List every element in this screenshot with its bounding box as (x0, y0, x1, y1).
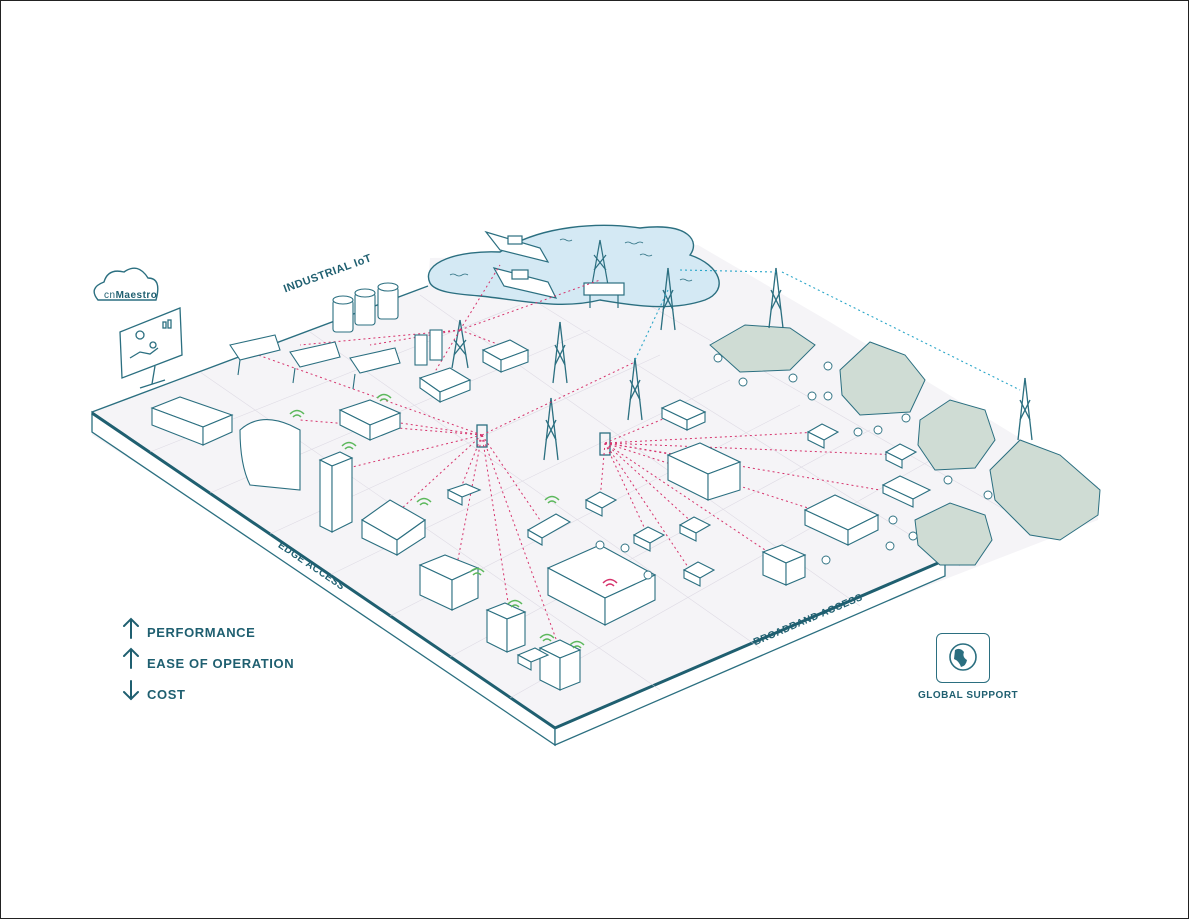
monitor-icon (120, 308, 182, 388)
cnmaestro-logo: cnMaestro (104, 290, 157, 301)
cnmaestro-name: Maestro (116, 290, 158, 301)
legend-item: PERFORMANCE (122, 617, 294, 648)
legend-ease-of-operation: EASE OF OPERATION (147, 656, 294, 671)
office-icon (487, 603, 525, 652)
tower-building-icon (320, 452, 352, 532)
global-support-icon-box (936, 633, 990, 683)
legend-cost: COST (147, 687, 186, 702)
tower-icon (1018, 378, 1032, 440)
water-body (428, 225, 719, 306)
legend-item: COST (122, 679, 294, 710)
legend: PERFORMANCE EASE OF OPERATION COST (122, 617, 294, 710)
cnmaestro-prefix: cn (104, 290, 116, 301)
global-support-label: GLOBAL SUPPORT (918, 690, 1018, 701)
legend-item: EASE OF OPERATION (122, 648, 294, 679)
legend-performance: PERFORMANCE (147, 625, 255, 640)
round-office-icon (240, 420, 300, 490)
